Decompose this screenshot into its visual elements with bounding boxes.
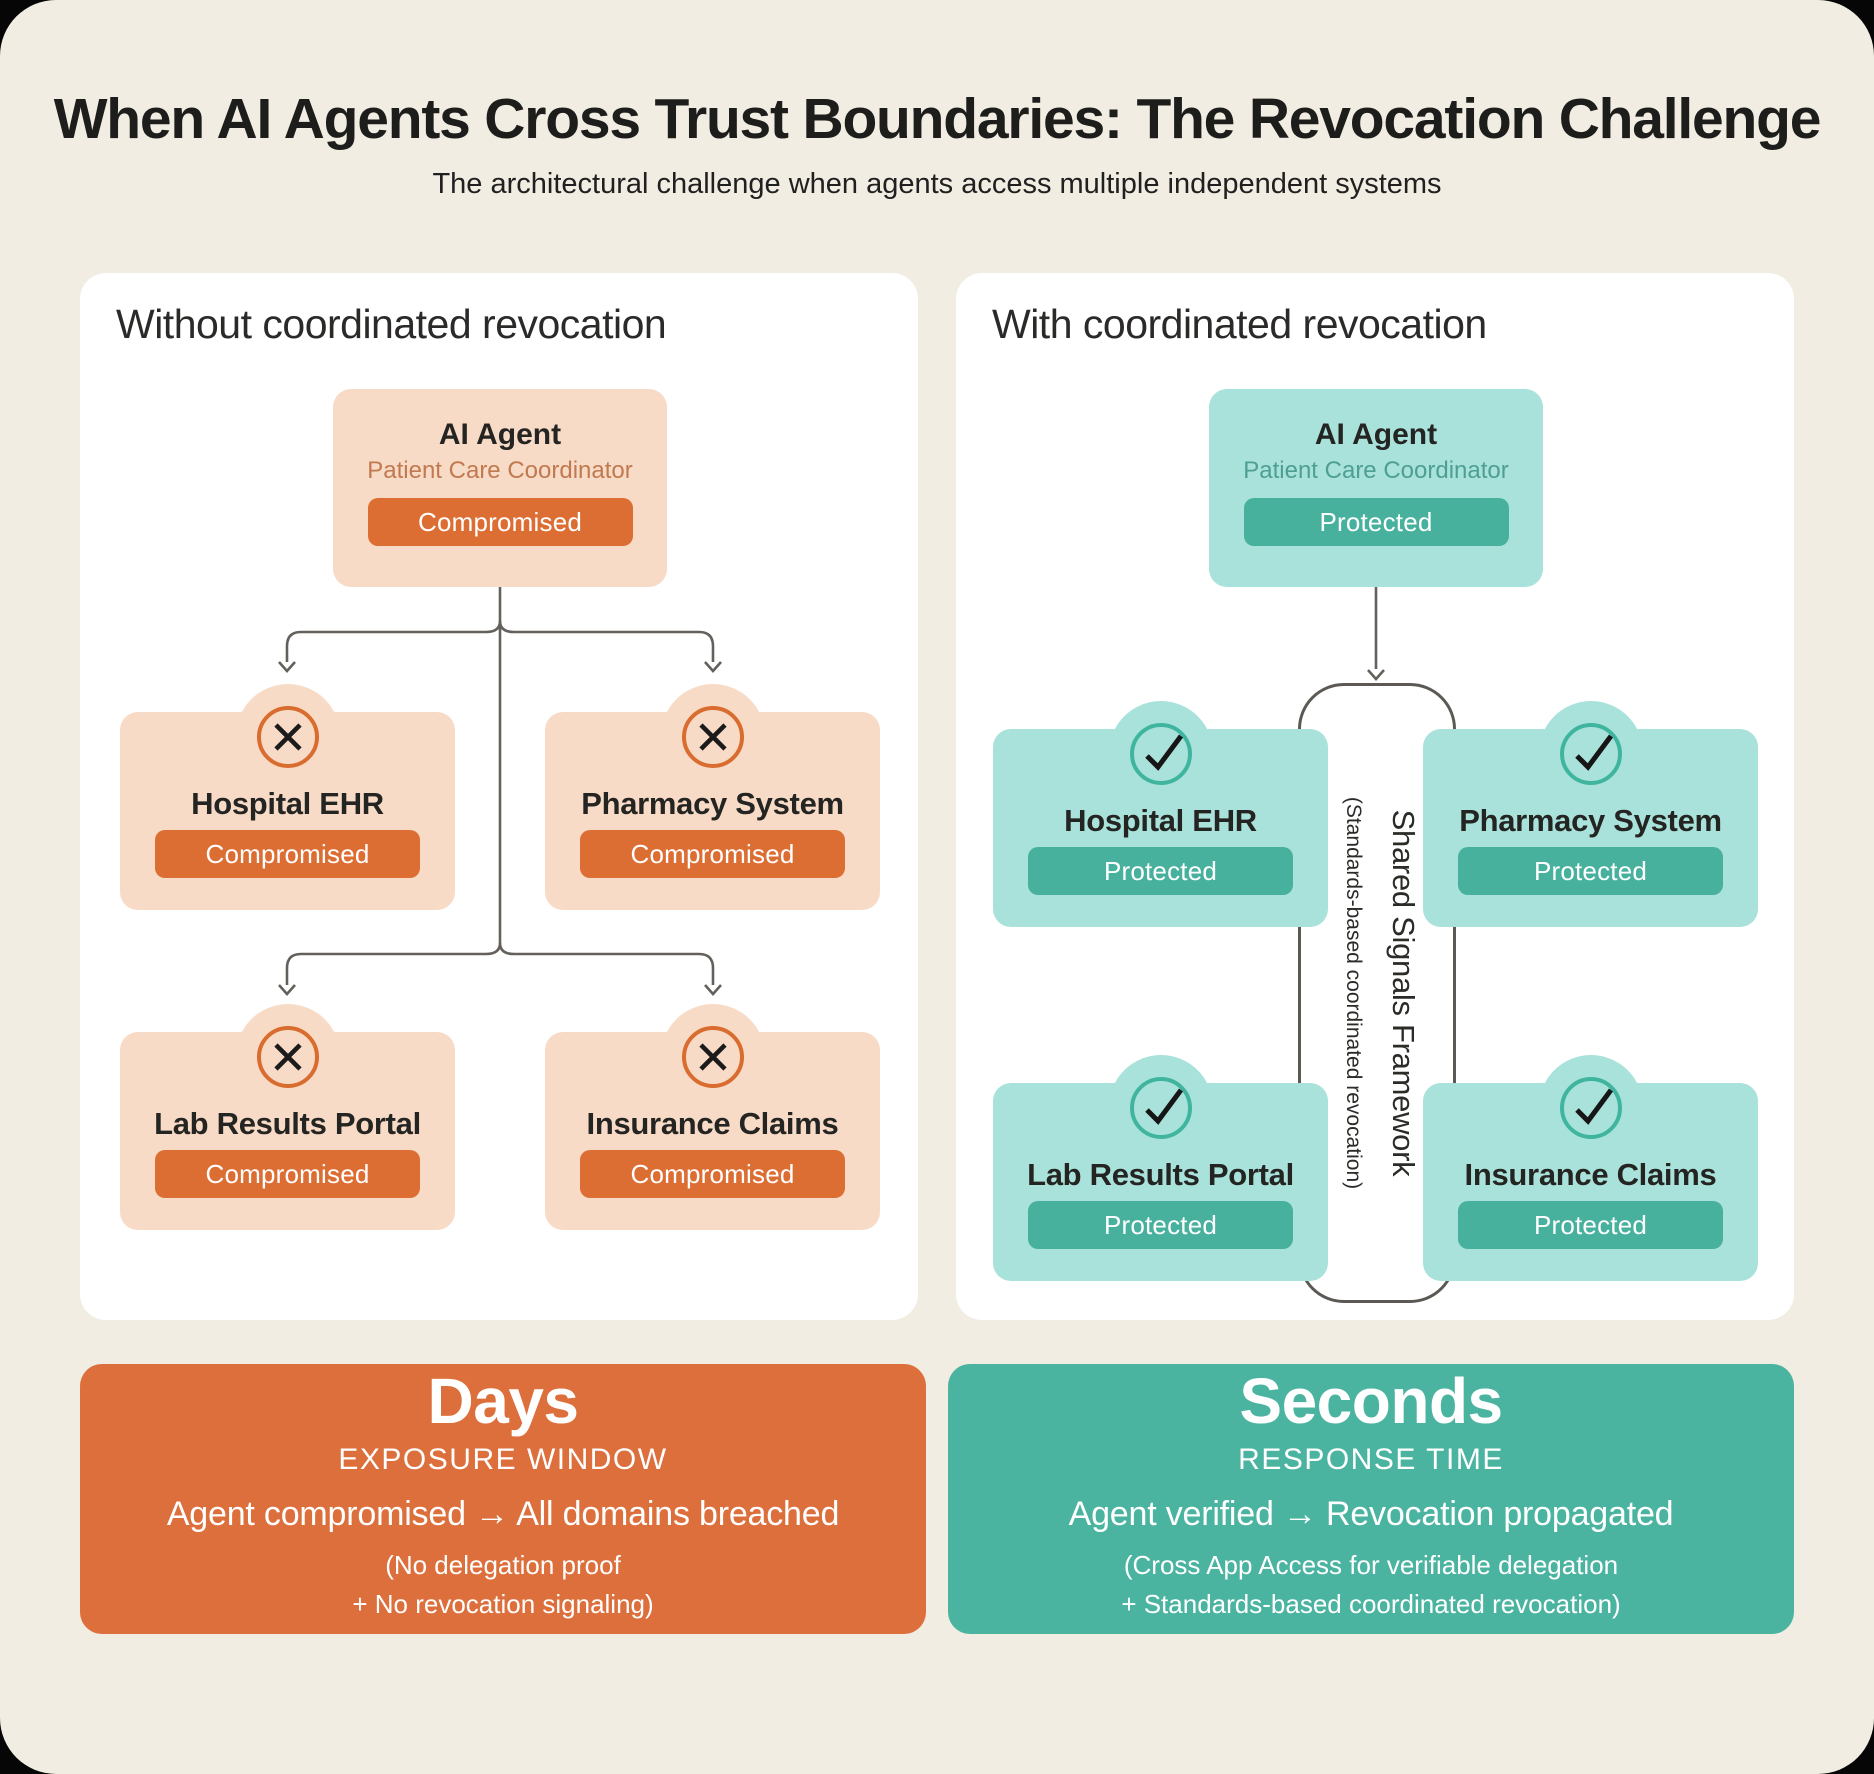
panel-heading: With coordinated revocation — [992, 301, 1487, 347]
summary-headline: Agent compromised → All domains breached — [166, 1495, 840, 1534]
system-name: Insurance Claims — [1464, 1157, 1717, 1192]
arrow-down-icon — [704, 984, 722, 996]
summary-detail-line: + Standards-based coordinated revocation… — [1121, 1589, 1621, 1620]
arrow-down-icon — [704, 661, 722, 673]
badge-notch — [1108, 1055, 1213, 1159]
summary-label: EXPOSURE WINDOW — [338, 1443, 668, 1477]
status-badge: Protected — [1243, 498, 1509, 546]
badge-notch — [1538, 1055, 1643, 1159]
summary-value: Days — [427, 1364, 580, 1437]
status-badge: Protected — [1028, 1201, 1293, 1249]
system-card-lab-results-portal: Lab Results Portal Protected — [993, 1055, 1328, 1281]
status-badge: Protected — [1458, 1201, 1723, 1249]
tree-connector-arrows — [278, 587, 722, 996]
ai-agent-card: AI Agent Patient Care Coordinator Protec… — [1209, 389, 1543, 587]
panel-without-revocation: Without coordinated revocation AI Agent … — [80, 273, 918, 1320]
status-badge: Compromised — [580, 830, 845, 878]
agent-title: AI Agent — [1314, 418, 1438, 451]
system-card-pharmacy-system: Pharmacy System Protected — [1423, 701, 1758, 927]
summary-headline: Agent verified → Revocation propagated — [1068, 1495, 1674, 1534]
system-name: Lab Results Portal — [1027, 1157, 1294, 1192]
system-name: Insurance Claims — [586, 1106, 839, 1141]
system-name: Lab Results Portal — [154, 1106, 421, 1141]
badge-notch — [1108, 701, 1213, 805]
agent-title: AI Agent — [438, 418, 562, 451]
summary-label: RESPONSE TIME — [1238, 1443, 1504, 1477]
x-icon — [255, 1024, 321, 1090]
summary-detail: (Cross App Access for verifiable delegat… — [1121, 1546, 1620, 1624]
status-badge: Protected — [1458, 847, 1723, 895]
status-badge: Compromised — [155, 830, 420, 878]
agent-role: Patient Care Coordinator — [367, 457, 633, 484]
arrow-down-icon — [1367, 669, 1385, 681]
summary-card-response-time: Seconds RESPONSE TIME Agent verified → R… — [948, 1364, 1794, 1634]
check-icon — [1558, 1075, 1624, 1141]
summary-card-exposure-window: Days EXPOSURE WINDOW Agent compromised →… — [80, 1364, 926, 1634]
system-name: Pharmacy System — [1459, 803, 1722, 838]
status-badge: Protected — [1028, 847, 1293, 895]
check-icon — [1128, 1075, 1194, 1141]
agent-role: Patient Care Coordinator — [1243, 457, 1509, 484]
ai-agent-card: AI Agent Patient Care Coordinator Compro… — [333, 389, 667, 587]
summary-value: Seconds — [1239, 1364, 1503, 1437]
page-title: When AI Agents Cross Trust Boundaries: T… — [53, 87, 1822, 151]
page-subtitle: The architectural challenge when agents … — [432, 168, 1442, 200]
x-icon — [680, 704, 746, 770]
arrow-down-icon — [278, 661, 296, 673]
system-card-hospital-ehr: Hospital EHR Compromised — [120, 684, 455, 910]
summary-detail-line: (Cross App Access for verifiable delegat… — [1123, 1550, 1619, 1581]
system-name: Hospital EHR — [1064, 803, 1257, 838]
summary-detail-line: (No delegation proof — [385, 1550, 621, 1581]
system-name: Hospital EHR — [191, 786, 384, 821]
system-card-insurance-claims: Insurance Claims Compromised — [545, 1004, 880, 1230]
system-card-lab-results-portal: Lab Results Portal Compromised — [120, 1004, 455, 1230]
summary-detail-line: + No revocation signaling) — [352, 1589, 654, 1620]
status-badge: Compromised — [580, 1150, 845, 1198]
arrow-down-icon — [278, 984, 296, 996]
summary-detail: (No delegation proof + No revocation sig… — [352, 1546, 653, 1624]
agent-to-framework-arrow — [1367, 587, 1385, 681]
system-name: Pharmacy System — [581, 786, 844, 821]
x-icon — [255, 704, 321, 770]
panel-heading: Without coordinated revocation — [116, 301, 667, 347]
system-card-insurance-claims: Insurance Claims Protected — [1423, 1055, 1758, 1281]
system-card-hospital-ehr: Hospital EHR Protected — [993, 701, 1328, 927]
status-badge: Compromised — [155, 1150, 420, 1198]
check-icon — [1128, 721, 1194, 787]
panel-with-revocation: With coordinated revocation Shared Signa… — [956, 273, 1794, 1320]
system-card-pharmacy-system: Pharmacy System Compromised — [545, 684, 880, 910]
status-badge: Compromised — [367, 498, 633, 546]
check-icon — [1558, 721, 1624, 787]
badge-notch — [1538, 701, 1643, 805]
x-icon — [680, 1024, 746, 1090]
